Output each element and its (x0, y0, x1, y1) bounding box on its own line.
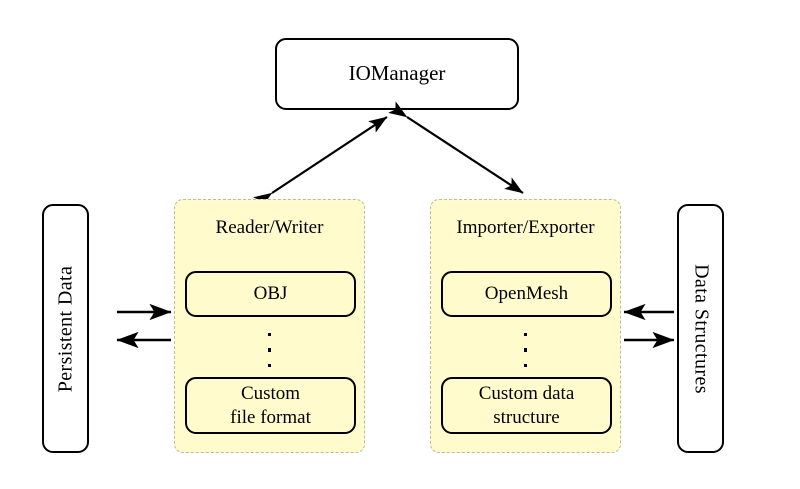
persistent-data-node[interactable]: Persistent Data (42, 204, 89, 453)
node-openmesh[interactable]: OpenMesh (441, 271, 612, 317)
panel-reader-writer-title: Reader/Writer (215, 217, 324, 238)
panel-reader-writer[interactable]: Reader/Writer OBJ Custom file format (174, 199, 365, 453)
ellipsis-icon-importer-exporter (431, 330, 620, 370)
data-structures-node[interactable]: Data Structures (677, 204, 724, 453)
arrow-manager-reader-writer (253, 116, 388, 209)
data-structures-label: Data Structures (690, 263, 712, 394)
persistent-data-label: Persistent Data (54, 265, 76, 392)
node-custom-data-structure-line2: structure (493, 406, 560, 428)
ellipsis-icon-reader-writer (175, 330, 364, 370)
io-manager-label: IOManager (348, 61, 446, 86)
arrow-manager-importer-exporter (388, 101, 524, 194)
node-custom-file-format-line2: file format (230, 406, 311, 428)
node-obj[interactable]: OBJ (185, 271, 356, 317)
node-custom-data-structure[interactable]: Custom data structure (441, 377, 612, 434)
node-custom-file-format[interactable]: Custom file format (185, 377, 356, 434)
node-openmesh-label: OpenMesh (484, 283, 569, 305)
node-custom-data-structure-line1: Custom data (478, 382, 575, 404)
panel-importer-exporter[interactable]: Importer/Exporter OpenMesh Custom data s… (430, 199, 621, 453)
io-manager-node[interactable]: IOManager (275, 38, 519, 110)
panel-importer-exporter-title: Importer/Exporter (456, 217, 595, 238)
node-obj-label: OBJ (253, 283, 288, 305)
node-custom-file-format-line1: Custom (240, 382, 301, 404)
